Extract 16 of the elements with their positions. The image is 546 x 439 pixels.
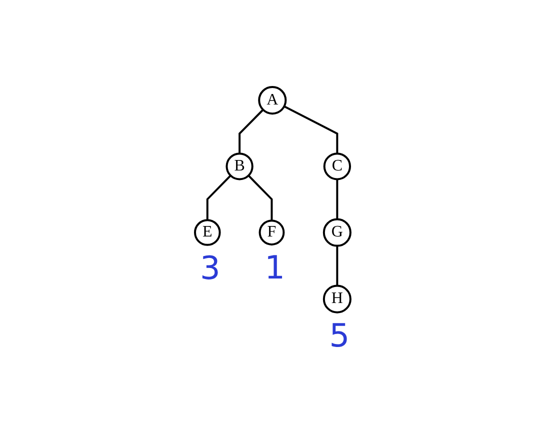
node-circle: A (258, 86, 287, 114)
node-circle: C (324, 152, 352, 180)
connector (238, 108, 264, 154)
node-circle: B (226, 152, 254, 180)
node-circle: G (323, 218, 352, 247)
node-circle: E (194, 218, 222, 246)
node-circle: F (259, 219, 285, 246)
connector (284, 105, 338, 154)
annotation-number: 1 (264, 248, 286, 286)
connector (336, 179, 338, 220)
connector (206, 174, 232, 220)
connector (336, 246, 338, 286)
node-circle: H (323, 284, 352, 314)
annotation-number: 3 (200, 248, 221, 287)
connector (248, 174, 273, 220)
annotation-number: 5 (329, 316, 350, 354)
